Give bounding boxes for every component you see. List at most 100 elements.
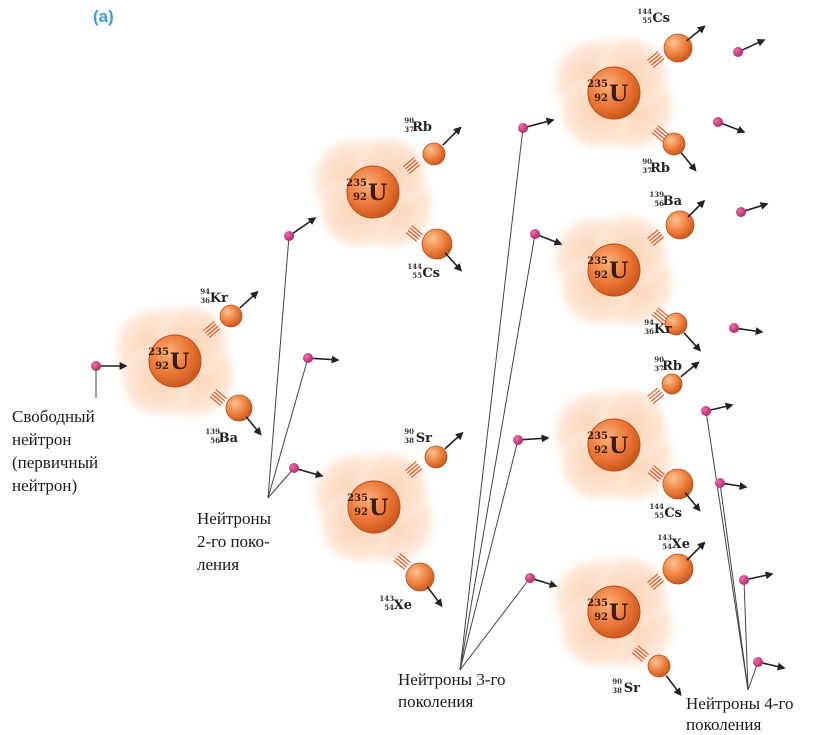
neutron-arrow bbox=[709, 402, 734, 411]
fragment-atomic-number: 55 bbox=[654, 511, 664, 520]
fragment-atomic-number: 37 bbox=[654, 364, 664, 373]
fragment-atomic-number: 56 bbox=[210, 436, 220, 445]
fragment-mass-number: 144 bbox=[637, 7, 652, 16]
fragment-atomic-number: 38 bbox=[612, 686, 622, 695]
fragment-arrow bbox=[684, 492, 701, 512]
fragment-mass-number: 90 bbox=[654, 355, 664, 364]
fragment-arrow bbox=[687, 199, 706, 218]
fragment-ball bbox=[225, 394, 253, 422]
fragment-arrow bbox=[245, 416, 262, 436]
gen3-label-line1: Нейтроны 3-го bbox=[398, 670, 506, 689]
neutron-ball bbox=[91, 361, 101, 371]
fragment-arrow bbox=[426, 586, 443, 608]
uranium-ball bbox=[347, 480, 401, 534]
uranium-atomic-number: 92 bbox=[594, 93, 608, 104]
neutron bbox=[91, 361, 128, 371]
fragment-ball bbox=[662, 553, 694, 585]
neutron-arrow bbox=[721, 122, 746, 134]
fragment-symbol: Xe bbox=[394, 598, 412, 613]
radiation-marks bbox=[393, 553, 411, 571]
uranium-symbol: U bbox=[609, 258, 628, 284]
fragment-symbol: Kr bbox=[210, 291, 228, 306]
free-neutron-label-line3: (первичный bbox=[12, 453, 98, 472]
uranium-ball bbox=[587, 243, 641, 297]
neutron bbox=[289, 463, 324, 479]
fragment-symbol: Sr bbox=[416, 431, 432, 446]
fragment-atomic-number: 37 bbox=[642, 166, 652, 175]
fragment-atomic-number: 54 bbox=[384, 603, 394, 612]
radiation-marks bbox=[209, 389, 227, 407]
fragment-mass-number: 143 bbox=[379, 594, 394, 603]
fragment-symbol: Rb bbox=[662, 359, 682, 374]
fragment-symbol: Cs bbox=[652, 11, 670, 26]
fragment-symbol: Kr bbox=[654, 322, 672, 337]
gen2-label-line2: 2-го поко- bbox=[197, 532, 270, 551]
neutron-arrow bbox=[737, 327, 764, 336]
neutron bbox=[715, 478, 748, 490]
uranium-ball bbox=[587, 66, 641, 120]
neutron-ball bbox=[525, 573, 535, 583]
radiation-marks bbox=[651, 125, 669, 143]
fragment-arrow bbox=[444, 431, 464, 450]
fragment-arrow bbox=[683, 332, 702, 352]
neutron-arrow bbox=[311, 355, 340, 364]
uranium-atomic-number: 92 bbox=[594, 270, 608, 281]
radiation-marks bbox=[631, 645, 649, 663]
neutron-arrow bbox=[533, 578, 558, 588]
neutron bbox=[284, 217, 317, 241]
uranium-ball bbox=[587, 418, 641, 472]
neutron-ball bbox=[739, 575, 749, 585]
neutron-ball bbox=[715, 478, 725, 488]
neutron bbox=[729, 323, 764, 336]
neutron-ball bbox=[289, 463, 299, 473]
fragment-mass-number: 139 bbox=[205, 427, 220, 436]
neutron-ball bbox=[513, 435, 523, 445]
radiation-marks bbox=[647, 229, 665, 247]
neutron bbox=[303, 353, 340, 364]
neutron bbox=[530, 229, 563, 246]
uranium-symbol: U bbox=[170, 349, 189, 375]
fragment-mass-number: 144 bbox=[407, 262, 422, 271]
neutron-ball bbox=[736, 207, 746, 217]
radiation-marks bbox=[405, 461, 423, 479]
fragment-ball bbox=[662, 132, 686, 156]
uranium-atomic-number: 92 bbox=[354, 507, 368, 518]
fragment-symbol: Sr bbox=[624, 681, 640, 696]
fragment-atomic-number: 36 bbox=[200, 296, 210, 305]
neutron-ball bbox=[733, 47, 743, 57]
neutron-arrow bbox=[761, 662, 786, 671]
fission-fragments: Kr9436Ba13956Rb9037Cs14455Sr9038Xe14354C… bbox=[200, 7, 706, 697]
fragment-atomic-number: 37 bbox=[404, 125, 414, 134]
fragment-symbol: Cs bbox=[422, 266, 440, 281]
fragment-arrow bbox=[686, 25, 706, 42]
fragment-symbol: Rb bbox=[650, 161, 670, 176]
fragment-ball bbox=[663, 33, 693, 63]
free-neutron-label-line4: нейтрон) bbox=[12, 476, 77, 495]
neutron-arrow bbox=[723, 482, 748, 490]
radiation-marks bbox=[403, 157, 421, 175]
neutron bbox=[753, 657, 786, 671]
fragment-atomic-number: 36 bbox=[644, 327, 654, 336]
panel-label: (a) bbox=[93, 7, 114, 26]
uranium-mass-number: 235 bbox=[587, 431, 608, 442]
fragment-arrow bbox=[680, 152, 697, 172]
gen4-label-line1: Нейтроны 4-го bbox=[686, 694, 794, 713]
neutron-arrow bbox=[521, 434, 550, 443]
neutron-arrow bbox=[292, 217, 317, 234]
fragment-mass-number: 90 bbox=[404, 116, 414, 125]
neutron-arrow bbox=[526, 117, 555, 128]
uranium-mass-number: 235 bbox=[587, 256, 608, 267]
